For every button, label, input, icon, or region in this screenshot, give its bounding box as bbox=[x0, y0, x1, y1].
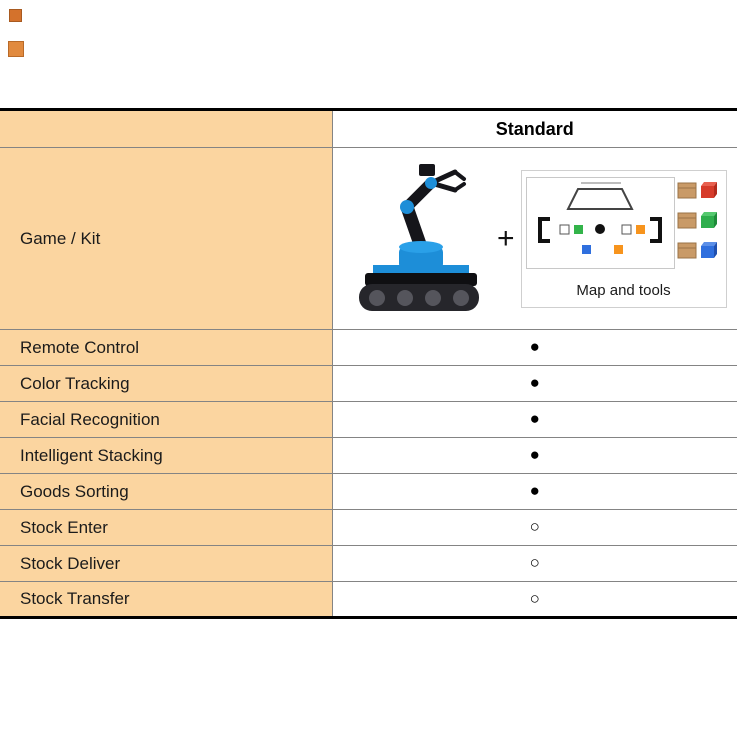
feature-label: Remote Control bbox=[0, 329, 333, 366]
feature-mark-cell: ● bbox=[332, 365, 737, 402]
corner-image-artifact-2 bbox=[8, 41, 24, 57]
feature-mark-cell: ○ bbox=[332, 545, 737, 582]
wrist-joint bbox=[424, 176, 437, 189]
feature-mark: ● bbox=[529, 445, 540, 464]
feature-label: Stock Deliver bbox=[0, 545, 333, 582]
robot-base-top bbox=[398, 240, 443, 253]
feature-label: Goods Sorting bbox=[0, 473, 333, 510]
map-caption: Map and tools bbox=[576, 281, 671, 299]
feature-row: Remote Control ● bbox=[0, 329, 737, 366]
chassis-deck bbox=[372, 264, 469, 275]
robot-head-icon bbox=[418, 163, 435, 176]
feature-row: Goods Sorting ● bbox=[0, 473, 737, 510]
corner-image-artifact-1 bbox=[9, 9, 22, 22]
feature-mark: ● bbox=[529, 337, 540, 356]
comparison-table: Standard Game / Kit bbox=[0, 108, 737, 619]
feature-mark-cell: ○ bbox=[332, 581, 737, 618]
feature-row: Stock Enter ○ bbox=[0, 509, 737, 546]
feature-mark: ○ bbox=[529, 553, 540, 572]
robot-arm-illustration bbox=[358, 163, 479, 311]
feature-mark-cell: ● bbox=[332, 329, 737, 366]
feature-mark-cell: ● bbox=[332, 437, 737, 474]
robot-base bbox=[398, 246, 443, 269]
green-cube-icon bbox=[700, 211, 717, 228]
feature-label: Intelligent Stacking bbox=[0, 437, 333, 474]
feature-mark-cell: ○ bbox=[332, 509, 737, 546]
feature-mark: ● bbox=[529, 409, 540, 428]
feature-mark-cell: ● bbox=[332, 401, 737, 438]
tank-tracks bbox=[358, 283, 479, 311]
feature-row: Intelligent Stacking ● bbox=[0, 437, 737, 474]
kit-row-content: + bbox=[332, 147, 737, 330]
feature-mark-cell: ● bbox=[332, 473, 737, 510]
feature-mark: ○ bbox=[529, 517, 540, 536]
product-column-header: Standard bbox=[332, 109, 737, 148]
feature-mark: ○ bbox=[529, 588, 540, 608]
elbow-joint bbox=[399, 199, 414, 214]
feature-label: Facial Recognition bbox=[0, 401, 333, 438]
kit-row-label: Game / Kit bbox=[0, 147, 333, 330]
header-empty-cell bbox=[0, 109, 333, 148]
cardboard-box-icons bbox=[677, 182, 697, 258]
kit-row: Game / Kit bbox=[0, 147, 737, 330]
feature-row: Stock Transfer ○ bbox=[0, 581, 737, 618]
map-right-bracket bbox=[649, 216, 662, 243]
map-trapezoid-zone bbox=[565, 187, 634, 210]
map-and-tools-card: Map and tools bbox=[520, 169, 727, 308]
feature-row: Facial Recognition ● bbox=[0, 401, 737, 438]
map-center-dot bbox=[594, 223, 605, 234]
map-and-tools-illustration bbox=[525, 176, 717, 269]
feature-label: Color Tracking bbox=[0, 365, 333, 402]
feature-label: Stock Enter bbox=[0, 509, 333, 546]
map-sheet bbox=[525, 176, 675, 269]
map-title-text bbox=[580, 181, 621, 184]
track-wheels bbox=[368, 289, 469, 306]
map-left-bracket bbox=[537, 216, 550, 243]
feature-row: Color Tracking ● bbox=[0, 365, 737, 402]
map-color-markers bbox=[559, 224, 645, 254]
lower-arm-link bbox=[400, 200, 428, 253]
feature-label: Stock Transfer bbox=[0, 581, 333, 618]
feature-row: Stock Deliver ○ bbox=[0, 545, 737, 582]
header-row: Standard bbox=[0, 109, 737, 148]
plus-sign: + bbox=[496, 221, 515, 255]
feature-mark: ● bbox=[529, 481, 540, 500]
feature-mark: ● bbox=[529, 373, 540, 392]
red-cube-icon bbox=[700, 181, 717, 198]
blue-cube-icon bbox=[700, 241, 717, 258]
chassis-body bbox=[364, 272, 477, 286]
